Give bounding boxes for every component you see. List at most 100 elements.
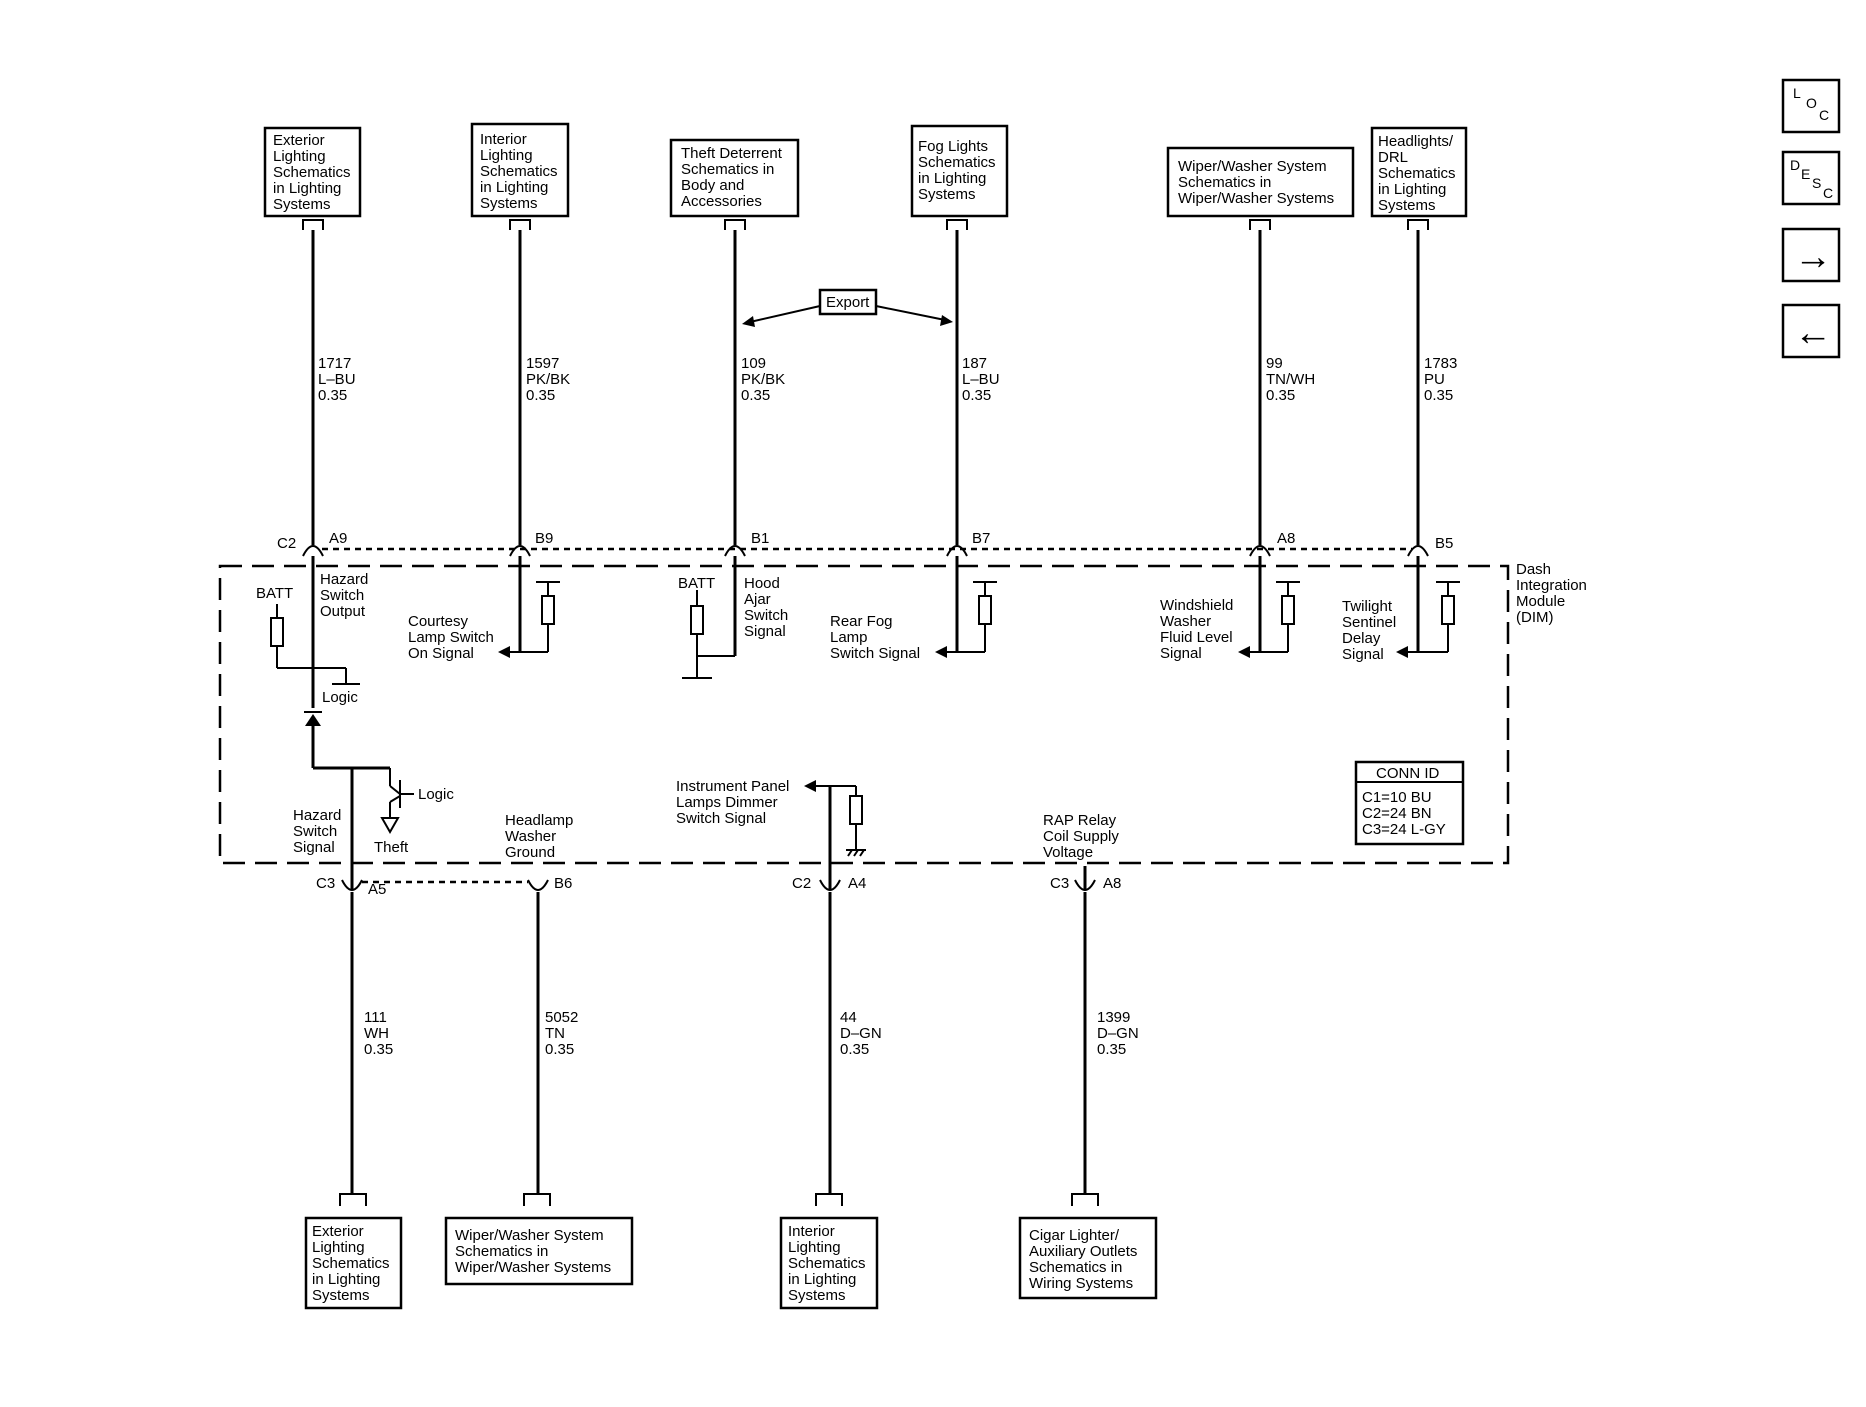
box-exterior-lighting-top[interactable]: Exterior Lighting Schematics in Lighting… (263, 126, 362, 218)
bottom-reference-boxes: Exterior Lighting Schematics in Lighting… (304, 1216, 1158, 1310)
hazard-output-label: Switch (320, 587, 364, 604)
rap-relay-label: Voltage (1043, 844, 1093, 861)
box-line: Schematics (273, 164, 351, 181)
arrow-head (804, 780, 816, 792)
pin-label: B7 (972, 530, 990, 547)
desc-letter: S (1812, 175, 1821, 191)
courtesy-lamp-circuit: Courtesy Lamp Switch On Signal (408, 556, 560, 662)
pin-label: A8 (1103, 875, 1121, 892)
headlamp-washer-label: Ground (505, 844, 555, 861)
box-interior-lighting-top[interactable]: Interior Lighting Schematics in Lighting… (470, 122, 570, 218)
pin-label: A8 (1277, 530, 1295, 547)
bottom-wires (350, 892, 1087, 1193)
arrow-head (742, 316, 755, 327)
box-line: Lighting (312, 1239, 365, 1256)
next-button[interactable]: → (1781, 227, 1841, 283)
box-line: Wiper/Washer Systems (1178, 190, 1334, 207)
box-wiper-washer-bottom[interactable]: Wiper/Washer System Schematics in Wiper/… (444, 1216, 634, 1286)
box-line: in Lighting (312, 1271, 380, 1288)
courtesy-label: Courtesy (408, 613, 469, 630)
prev-button[interactable]: ← (1781, 303, 1841, 359)
box-line: Wiper/Washer Systems (455, 1259, 611, 1276)
diode-icon (305, 714, 321, 726)
top-connector-row: C2 A9 B9 B1 B7 A8 B5 (277, 530, 1453, 557)
wire-gauge: 0.35 (1266, 387, 1295, 404)
module-label: Integration (1516, 577, 1587, 594)
ground-triangle-icon (380, 817, 400, 835)
rear-fog-label: Rear Fog (830, 613, 893, 630)
logic-label: Logic (418, 786, 454, 803)
washer-fluid-label: Windshield (1160, 597, 1233, 614)
box-line: Theft Deterrent (681, 145, 783, 162)
hazard-signal-label: Hazard (293, 807, 341, 824)
box-line: Auxiliary Outlets (1029, 1243, 1137, 1260)
box-line: in Lighting (918, 170, 986, 187)
box-headlights-drl[interactable]: Headlights/ DRL Schematics in Lighting S… (1370, 126, 1468, 218)
dimmer-label: Lamps Dimmer (676, 794, 778, 811)
wire-gauge: 0.35 (840, 1041, 869, 1058)
box-cigar-lighter[interactable]: Cigar Lighter/ Auxiliary Outlets Schemat… (1018, 1216, 1158, 1300)
export-callout: Export (742, 288, 953, 327)
wire-circuit: 1783 (1424, 355, 1457, 372)
connector-label: C3 (316, 875, 335, 892)
pin-label: B9 (535, 530, 553, 547)
twilight-label: Sentinel (1342, 614, 1396, 631)
dimmer-label: Switch Signal (676, 810, 766, 827)
theft-label: Theft (374, 839, 409, 856)
box-fog-lights[interactable]: Fog Lights Schematics in Lighting System… (910, 124, 1009, 218)
box-line: Body and (681, 177, 744, 194)
box-theft-deterrent[interactable]: Theft Deterrent Schematics in Body and A… (669, 138, 800, 218)
box-line: Fog Lights (918, 138, 988, 155)
box-line: Wiper/Washer System (455, 1227, 604, 1244)
loc-button[interactable]: L O C (1781, 78, 1841, 134)
wire-gauge: 0.35 (962, 387, 991, 404)
wire-circuit: 5052 (545, 1009, 578, 1026)
courtesy-label: On Signal (408, 645, 474, 662)
pin-label: A9 (329, 530, 347, 547)
pin-label: A4 (848, 875, 866, 892)
box-line: Schematics in (681, 161, 774, 178)
export-label: Export (826, 294, 870, 311)
box-line: DRL (1378, 149, 1408, 166)
wire-circuit: 1597 (526, 355, 559, 372)
wire-circuit: 187 (962, 355, 987, 372)
headlamp-washer-label: Headlamp (505, 812, 573, 829)
box-line: Systems (480, 195, 538, 212)
wire-circuit: 99 (1266, 355, 1283, 372)
box-line: in Lighting (1378, 181, 1446, 198)
bottom-connector-row: C3 A5 B6 C2 A4 C3 A8 (316, 866, 1121, 898)
wire-color: TN/WH (1266, 371, 1315, 388)
top-reference-boxes: Exterior Lighting Schematics in Lighting… (263, 122, 1468, 218)
top-wires (311, 230, 1420, 545)
box-line: Schematics (1378, 165, 1456, 182)
box-line: in Lighting (788, 1271, 856, 1288)
desc-button[interactable]: D E S C (1781, 150, 1841, 206)
box-line: Accessories (681, 193, 762, 210)
loc-letter: C (1819, 107, 1829, 123)
hazard-circuit: Hazard Switch Output BATT Logic Logic Th… (256, 556, 454, 870)
resistor-icon (1281, 595, 1295, 625)
resistor-icon (690, 605, 704, 635)
twilight-circuit: Twilight Sentinel Delay Signal (1342, 556, 1460, 663)
conn-id-line: C1=10 BU (1362, 789, 1432, 806)
conn-id-line: C3=24 L-GY (1362, 821, 1446, 838)
module-label: Dash (1516, 561, 1551, 578)
wire-gauge: 0.35 (364, 1041, 393, 1058)
wire-color: PK/BK (741, 371, 785, 388)
box-exterior-lighting-bottom[interactable]: Exterior Lighting Schematics in Lighting… (304, 1216, 403, 1310)
box-line: Lighting (273, 148, 326, 165)
resistor-icon (849, 795, 863, 825)
resistor-icon (978, 595, 992, 625)
box-interior-lighting-bottom[interactable]: Interior Lighting Schematics in Lighting… (779, 1216, 879, 1310)
resistor-icon (541, 595, 555, 625)
resistor-icon (1441, 595, 1455, 625)
pin-label: B6 (554, 875, 572, 892)
washer-fluid-label: Washer (1160, 613, 1211, 630)
wire-gauge: 0.35 (1424, 387, 1453, 404)
arrow-head (1396, 646, 1408, 658)
arrow-head (935, 646, 947, 658)
box-wiper-washer-top[interactable]: Wiper/Washer System Schematics in Wiper/… (1166, 146, 1355, 218)
box-line: Schematics (312, 1255, 390, 1272)
box-line: Schematics in (1029, 1259, 1122, 1276)
